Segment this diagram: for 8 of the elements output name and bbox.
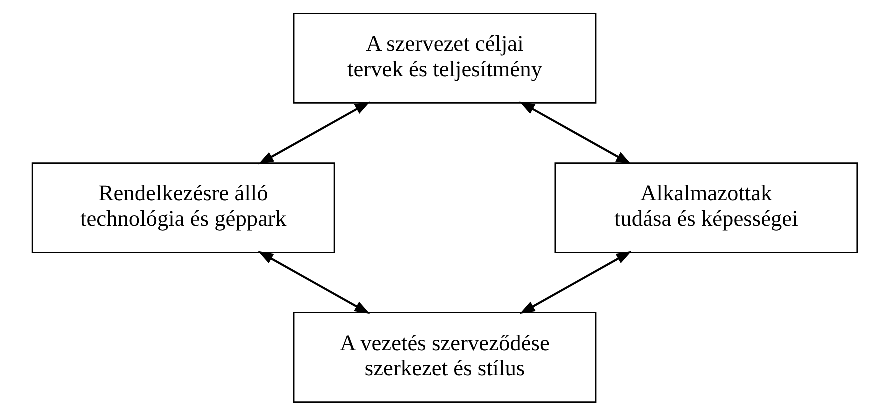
node-box: A szervezet céljai tervek és teljesítmény <box>293 12 597 104</box>
arrow <box>520 251 632 314</box>
node-box: Alkalmazottak tudása és képességei <box>554 162 858 254</box>
arrow <box>520 102 632 165</box>
arrow <box>258 251 370 314</box>
node-box: Rendelkezésre álló technológia és géppark <box>32 162 336 254</box>
node-box: A vezetés szerveződése szerkezet és stílus <box>293 312 597 404</box>
arrow <box>258 102 370 165</box>
